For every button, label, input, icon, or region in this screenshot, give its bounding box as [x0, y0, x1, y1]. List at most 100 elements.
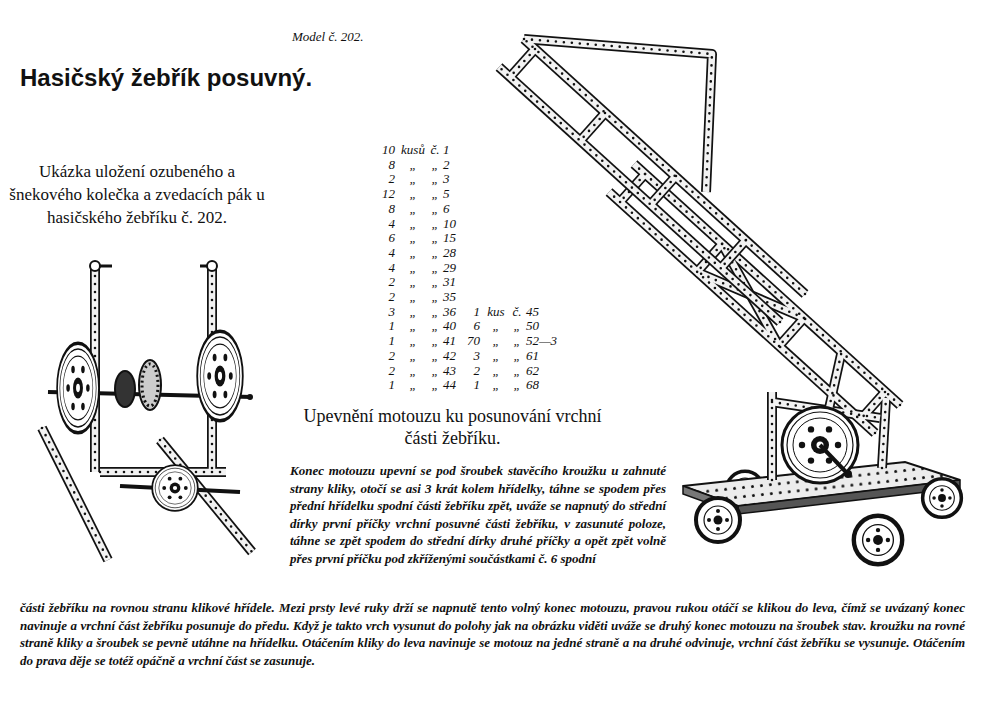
ladder-upper-strips: [499, 39, 805, 322]
part-quantity: 6: [450, 318, 480, 333]
part-number: 45: [526, 304, 539, 319]
part-quantity: 2: [365, 289, 395, 304]
figure-caption: Ukázka uložení ozubeného a šnekového kol…: [6, 160, 268, 229]
part-unit: „: [483, 333, 509, 348]
part-prefix: „: [427, 348, 443, 363]
part-unit: „: [399, 318, 427, 333]
part-prefix: „: [427, 377, 443, 392]
mechanism-parts: [100, 265, 112, 268]
instruction-text: Konec motouzu upevní se pod šroubek stav…: [290, 462, 666, 567]
part-quantity: 1: [365, 377, 395, 392]
part-unit: kusů: [399, 142, 427, 157]
mechanism-detail: [42, 268, 252, 560]
part-unit: „: [399, 348, 427, 363]
part-quantity: 1: [365, 333, 395, 348]
part-unit: „: [399, 157, 427, 172]
ladder-wheels: [844, 470, 852, 478]
part-quantity: 2: [365, 274, 395, 289]
part-prefix: „: [427, 363, 443, 378]
part-number: 35: [443, 289, 456, 304]
ladder-wheels: [854, 516, 902, 564]
mechanism-detail: [42, 268, 252, 560]
ladder-wheels: [696, 498, 740, 542]
part-unit: „: [483, 318, 509, 333]
part-quantity: 8: [365, 201, 395, 216]
ladder-wheels: [782, 407, 858, 483]
mechanism-parts: [197, 331, 243, 421]
mechanism-parts: [142, 364, 158, 406]
part-unit: „: [399, 216, 427, 231]
part-unit: „: [399, 274, 427, 289]
part-prefix: č.: [509, 304, 525, 319]
part-number: 36: [443, 304, 456, 319]
ladder-wheels: [696, 407, 961, 564]
part-number: 68: [526, 377, 539, 392]
part-quantity: 70: [450, 333, 480, 348]
part-prefix: „: [509, 333, 525, 348]
part-prefix: „: [427, 230, 443, 245]
mechanism-parts: [90, 261, 100, 271]
part-number: 29: [443, 260, 456, 275]
part-prefix: „: [427, 304, 443, 319]
mechanism-detail: [42, 268, 252, 560]
mechanism-detail: [42, 268, 252, 560]
part-quantity: 2: [365, 348, 395, 363]
ladder-upper-strips: [499, 39, 805, 322]
part-prefix: „: [427, 333, 443, 348]
part-number: 2: [443, 157, 450, 172]
part-number: 15: [443, 230, 456, 245]
part-quantity: 2: [365, 171, 395, 186]
part-number: 62: [526, 363, 539, 378]
mechanism-parts: [139, 360, 161, 410]
part-quantity: 4: [365, 260, 395, 275]
ladder-upper-strips: [499, 39, 805, 322]
part-quantity: 6: [365, 230, 395, 245]
part-quantity: 4: [365, 216, 395, 231]
mechanism-parts: [115, 371, 135, 407]
model-number: Model č. 202.: [292, 29, 363, 45]
part-quantity: 3: [365, 304, 395, 319]
section-heading: Upevnění motouzu ku posunování vrchní čá…: [285, 405, 620, 449]
part-unit: „: [399, 333, 427, 348]
mechanism-parts: [200, 265, 207, 268]
part-prefix: „: [509, 318, 525, 333]
part-prefix: „: [427, 186, 443, 201]
part-prefix: „: [427, 216, 443, 231]
part-number: 52—3: [526, 333, 557, 348]
part-prefix: „: [509, 377, 525, 392]
part-unit: „: [483, 377, 509, 392]
mechanism-parts: [247, 394, 253, 400]
part-unit: „: [399, 289, 427, 304]
part-prefix: „: [427, 245, 443, 260]
part-unit: kus: [483, 304, 509, 319]
part-number: 28: [443, 245, 456, 260]
part-unit: „: [399, 186, 427, 201]
mechanism-parts: [207, 261, 217, 271]
part-number: 40: [443, 318, 456, 333]
part-number: 50: [526, 318, 539, 333]
part-unit: „: [483, 348, 509, 363]
part-unit: „: [399, 201, 427, 216]
ladder-wheels: [820, 445, 846, 472]
part-quantity: 2: [450, 363, 480, 378]
part-quantity: 2: [365, 363, 395, 378]
part-quantity: 1: [450, 377, 480, 392]
part-unit: „: [399, 171, 427, 186]
part-quantity: 3: [450, 348, 480, 363]
part-prefix: „: [509, 348, 525, 363]
part-quantity: 12: [365, 186, 395, 201]
part-number: 1: [443, 142, 450, 157]
part-prefix: „: [427, 274, 443, 289]
part-unit: „: [399, 377, 427, 392]
part-prefix: č.: [427, 142, 443, 157]
part-prefix: „: [509, 363, 525, 378]
part-prefix: „: [427, 171, 443, 186]
part-quantity: 1: [365, 318, 395, 333]
part-number: 61: [526, 348, 539, 363]
instruction-text: části žebříku na rovnou stranu klikové h…: [20, 599, 965, 669]
part-prefix: „: [427, 260, 443, 275]
ladder-upper-strips: [499, 39, 805, 322]
part-quantity: 10: [365, 142, 395, 157]
